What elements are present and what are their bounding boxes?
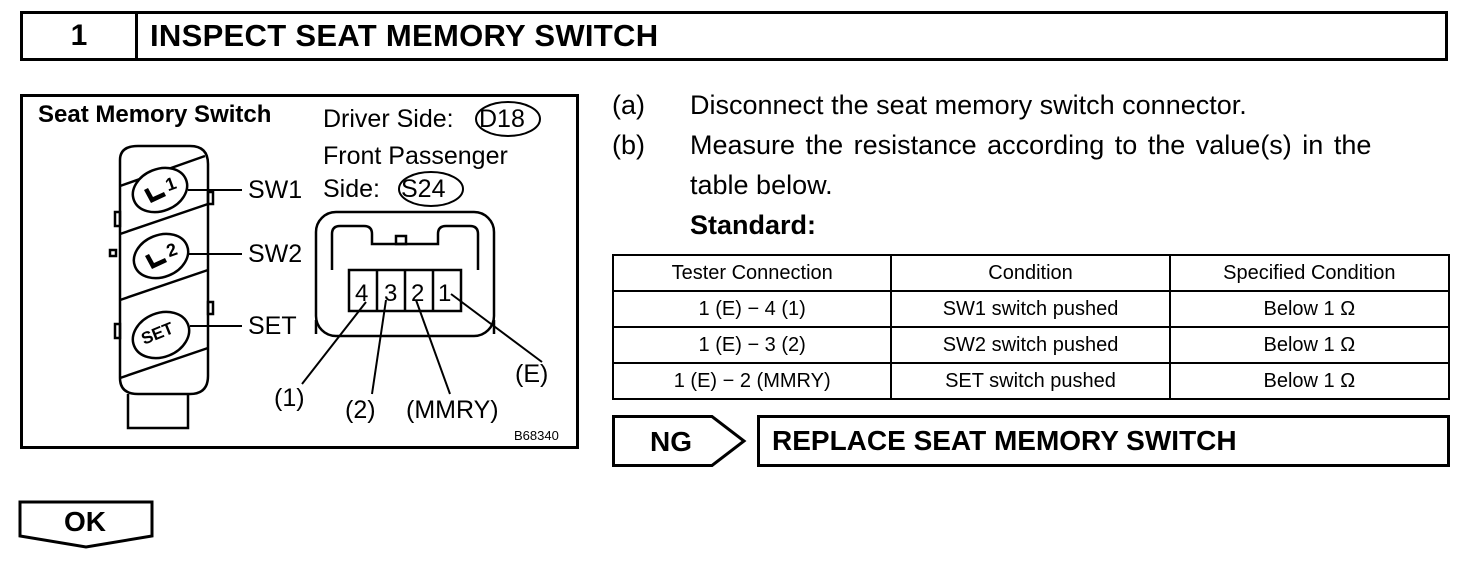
instruction-text: Disconnect the seat memory switch connec… — [690, 90, 1247, 120]
passenger-connector-code: S24 — [401, 175, 446, 203]
connector — [314, 210, 496, 338]
table-header: Specified Condition — [1168, 254, 1451, 292]
set-label: SET — [248, 312, 297, 340]
table-cell: Below 1 Ω — [1168, 290, 1451, 328]
ok-arrow-shape — [18, 500, 154, 549]
sw1-label: SW1 — [248, 176, 303, 204]
table-cell: 1 (E) − 4 (1) — [611, 290, 893, 328]
table-cell: SW1 switch pushed — [890, 290, 1171, 328]
step-title: INSPECT SEAT MEMORY SWITCH — [150, 18, 659, 53]
ok-branch: OK — [18, 500, 158, 550]
terminal-mmry-label: (MMRY) — [406, 396, 499, 424]
standard-label: Standard: — [690, 210, 817, 240]
pin-2: 2 — [411, 280, 425, 307]
table-cell: Below 1 Ω — [1168, 362, 1451, 400]
table-header: Condition — [890, 254, 1171, 292]
terminal-1-label: (1) — [274, 384, 305, 412]
instruction-text: Measure the resistance according to the … — [690, 130, 1372, 160]
table-header: Tester Connection — [611, 254, 893, 292]
sw2-label: SW2 — [248, 240, 303, 268]
driver-side-label: Driver Side: — [323, 105, 454, 133]
table-cell: 1 (E) − 2 (MMRY) — [611, 362, 893, 400]
figure-title: Seat Memory Switch — [38, 101, 272, 128]
table-cell: 1 (E) − 3 (2) — [611, 326, 893, 364]
seat-icon — [144, 188, 167, 269]
spec-table: Tester Connection Condition Specified Co… — [611, 254, 1451, 400]
switch-diagram: Seat Memory Switch Driver Side: D18 Fron… — [20, 94, 579, 449]
pin-1: 1 — [438, 280, 452, 307]
step-header: 1 INSPECT SEAT MEMORY SWITCH — [20, 11, 1448, 61]
pin-3: 3 — [384, 280, 398, 307]
ng-action: REPLACE SEAT MEMORY SWITCH — [757, 415, 1450, 467]
instruction-letter: (b) — [612, 130, 645, 160]
step-number: 1 — [23, 14, 138, 58]
table-header-row: Tester Connection Condition Specified Co… — [611, 254, 1451, 292]
table-row: 1 (E) − 2 (MMRY) SET switch pushed Below… — [611, 362, 1451, 400]
terminal-2-label: (2) — [345, 396, 376, 424]
switch-buttons — [131, 166, 191, 360]
instruction-letter: (a) — [612, 90, 645, 120]
table-cell: SET switch pushed — [890, 362, 1171, 400]
pin-4: 4 — [355, 280, 369, 307]
table-cell: Below 1 Ω — [1168, 326, 1451, 364]
switch-body — [108, 144, 215, 430]
ng-branch: NG REPLACE SEAT MEMORY SWITCH — [612, 415, 1450, 467]
front-passenger-label: Front Passenger — [323, 142, 508, 170]
ok-label: OK — [64, 506, 106, 537]
table-row: 1 (E) − 4 (1) SW1 switch pushed Below 1 … — [611, 290, 1451, 328]
table-cell: SW2 switch pushed — [890, 326, 1171, 364]
terminal-e-label: (E) — [515, 360, 549, 388]
figure-code: B68340 — [514, 428, 559, 443]
diagram-graphics — [20, 94, 579, 449]
driver-connector-code: D18 — [479, 105, 525, 133]
ng-label: NG — [650, 426, 692, 457]
table-row: 1 (E) − 3 (2) SW2 switch pushed Below 1 … — [611, 326, 1451, 364]
instruction-text: table below. — [690, 170, 833, 200]
ng-arrow-shape — [612, 415, 747, 467]
side-label: Side: — [323, 175, 380, 203]
